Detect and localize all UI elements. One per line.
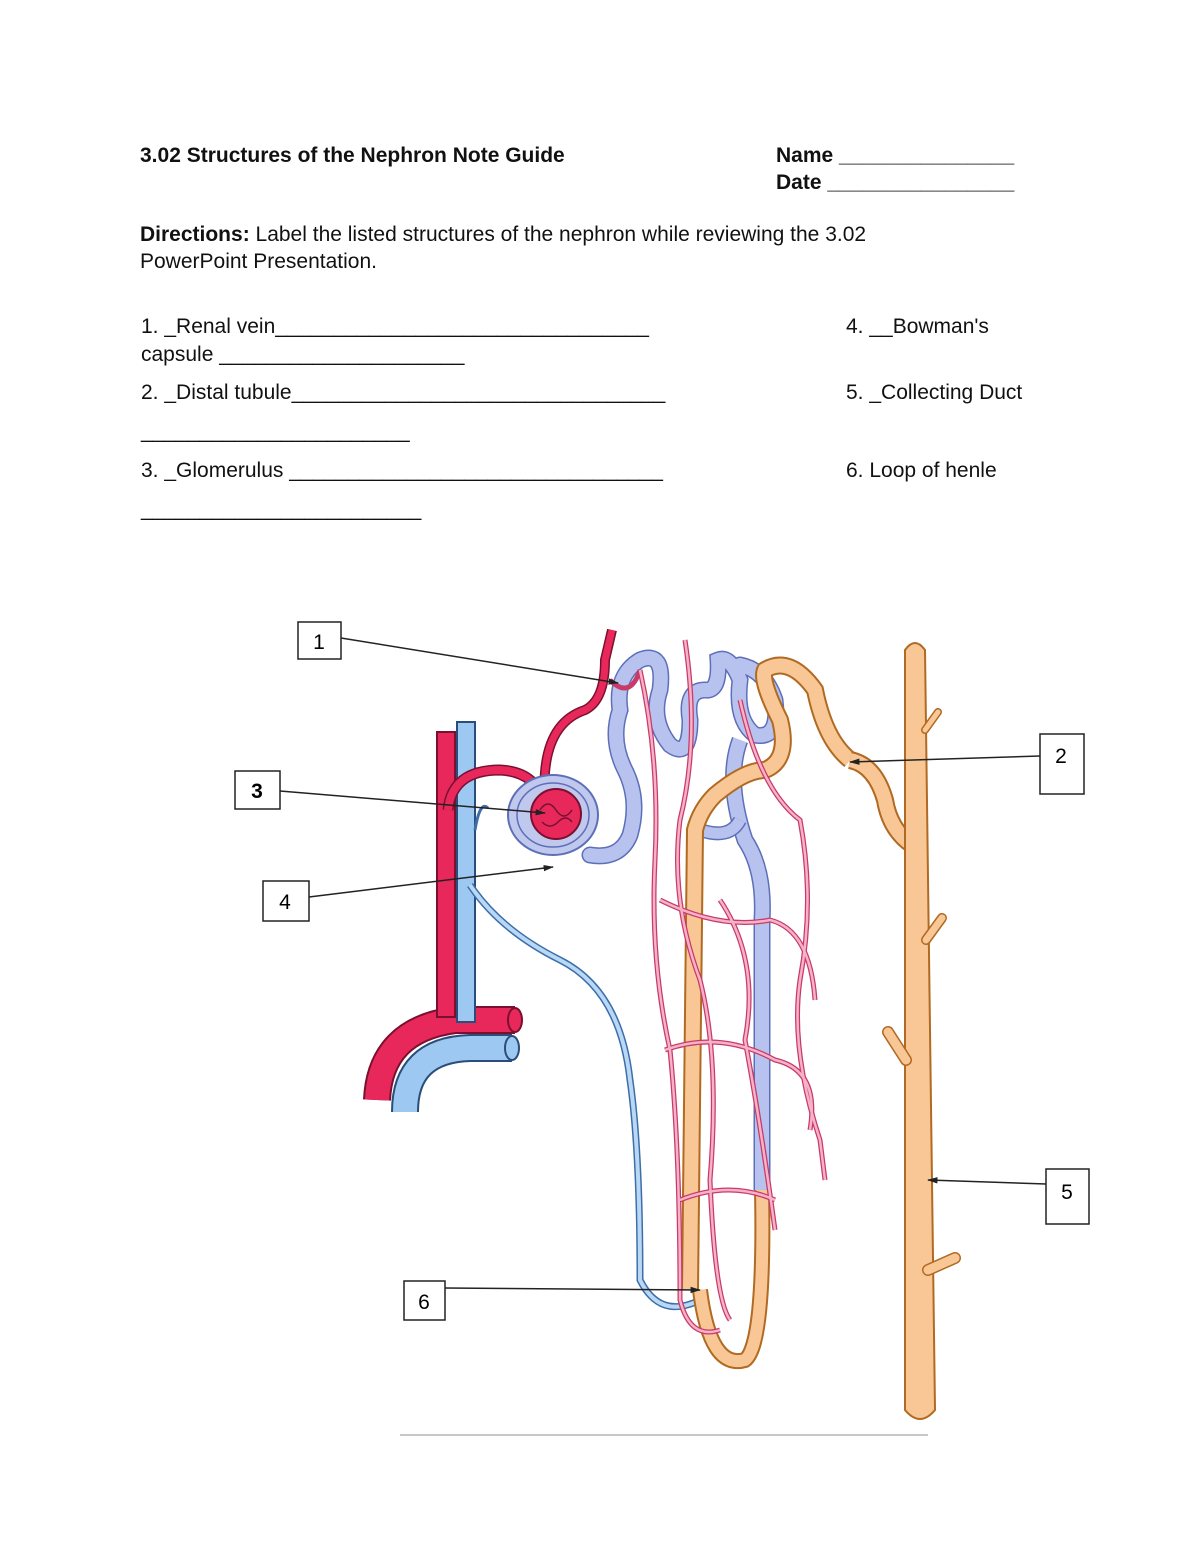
callout-3-label: 3	[251, 780, 263, 803]
date-field[interactable]: Date ________________	[776, 171, 1014, 195]
callout-5: 5	[1045, 1168, 1090, 1225]
callout-6-label: 6	[418, 1291, 430, 1314]
name-label: Name	[776, 144, 834, 167]
renal-vessels	[363, 721, 523, 1113]
collecting-duct	[882, 642, 961, 1420]
directions-text-2: PowerPoint Presentation.	[140, 250, 377, 273]
item-1: 1. _Renal vein__________________________…	[141, 315, 649, 338]
callout-6: 6	[403, 1280, 446, 1321]
callout-1-label: 1	[313, 631, 325, 654]
glomerulus	[530, 788, 582, 840]
item-5: 5. _Collecting Duct	[846, 381, 1023, 404]
directions-label: Directions:	[140, 223, 250, 246]
callout-2: 2	[1039, 733, 1085, 795]
callout-4-label: 4	[279, 891, 291, 914]
item-3: 3. _Glomerulus _________________________…	[141, 459, 663, 482]
item-6: 6. Loop of henle	[846, 459, 997, 482]
name-line: _______________	[839, 144, 1015, 167]
item-2: 2. _Distal tubule_______________________…	[141, 381, 666, 404]
proximal-tubule	[581, 649, 785, 1190]
thin-vein	[467, 804, 702, 1311]
item-1-continued: capsule _____________________	[141, 343, 465, 366]
name-field[interactable]: Name _______________	[776, 144, 1014, 168]
item-2-continued: _______________________	[141, 420, 410, 443]
callout-4: 4	[262, 880, 310, 922]
callout-1: 1	[297, 621, 342, 660]
directions-text-1: Label the listed structures of the nephr…	[249, 223, 867, 246]
callout-3: 3	[234, 770, 281, 810]
callout-leaders	[279, 637, 1047, 1294]
callout-5-label: 5	[1061, 1181, 1073, 1204]
peritubular-capillaries-inner	[638, 639, 827, 1334]
item-3-continued: ________________________	[141, 498, 422, 521]
date-line: ________________	[827, 171, 1015, 194]
callout-2-label: 2	[1055, 745, 1067, 768]
date-label: Date	[776, 171, 822, 194]
loop-of-henle	[681, 656, 918, 1370]
item-4: 4. __Bowman's	[846, 315, 989, 338]
worksheet-title: 3.02 Structures of the Nephron Note Guid…	[140, 144, 565, 167]
directions: Directions: Label the listed structures …	[140, 223, 866, 247]
